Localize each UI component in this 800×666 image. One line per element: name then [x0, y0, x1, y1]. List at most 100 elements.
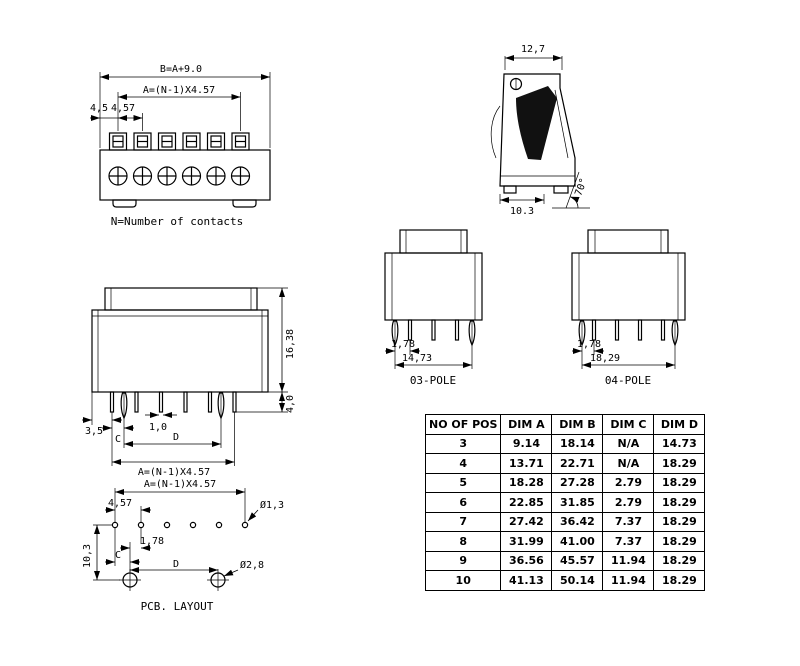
table-cell: N/A: [602, 453, 655, 474]
col-header-dim-a: DIM A: [500, 414, 553, 435]
pole4-lid: [587, 229, 669, 254]
pole3-locking-pegs: [391, 320, 476, 347]
dim-height-label: 16,38: [285, 329, 296, 359]
table-cell: 18.14: [551, 433, 604, 454]
section-dimension-lines: [82, 288, 285, 465]
contacts-note: N=Number of contacts: [111, 215, 243, 228]
table-cell: 3: [424, 433, 502, 454]
section-extension-lines: [91, 287, 288, 466]
pole4-offset-label: 1,78: [577, 339, 601, 350]
col-header-dim-c: DIM C: [602, 414, 655, 435]
table-cell: 2.79: [602, 492, 655, 513]
table-cell: 27.42: [500, 511, 553, 532]
table-cell: 22.85: [500, 492, 553, 513]
pole4-span-label: 18,29: [590, 353, 620, 364]
table-cell: 18.29: [653, 472, 706, 493]
mounting-feet: [112, 199, 257, 208]
pole3-span-label: 14,73: [402, 353, 432, 364]
table-cell: 11.94: [602, 550, 655, 571]
pcb-dim-d-label: D: [173, 559, 179, 570]
table-cell: 11.94: [602, 570, 655, 591]
table-cell: 36.42: [551, 511, 604, 532]
side-view-drawing: 12,7 10.3 70°: [490, 44, 590, 217]
pole3-title: 03-POLE: [410, 374, 456, 387]
dim-d-label: D: [173, 432, 179, 443]
table-cell: 18.29: [653, 492, 706, 513]
pcb-title: PCB. LAYOUT: [141, 600, 214, 613]
table-cell: 14.73: [653, 433, 706, 454]
contact-holes: [111, 521, 249, 529]
table-cell: 50.14: [551, 570, 604, 591]
table-cell: 18.29: [653, 511, 706, 532]
cover-lid: [104, 287, 258, 311]
pcb-small-hole-label: Ø1,3: [260, 499, 284, 511]
dim-a-label: A=(N-1)X4.57: [143, 85, 215, 96]
table-cell: 7.37: [602, 511, 655, 532]
table-header-row: NO OF POS DIM A DIM B DIM C DIM D: [424, 414, 706, 435]
table-cell: 7: [424, 511, 502, 532]
front-extension-lines: [99, 72, 271, 148]
connector-housing: [99, 149, 271, 201]
table-cell: 13.71: [500, 453, 553, 474]
pole3-body: [384, 252, 483, 321]
dim-depth-label: 10.3: [510, 206, 534, 217]
section-view-drawing: 16,38 4,0 3,5 C 1,0 D A=(N-1)X4.57: [82, 287, 296, 477]
dim-pitch-label: 4,57: [111, 103, 135, 114]
pole3-view-drawing: 1,78 14,73 03-POLE: [384, 229, 483, 387]
pcb-big-hole-label: Ø2,8: [240, 559, 264, 571]
wire-clamp-section: [516, 86, 557, 160]
mounting-holes: [119, 569, 229, 591]
table-cell: 31.99: [500, 531, 553, 552]
table-cell: 41.00: [551, 531, 604, 552]
dim-pin-length-label: 4,0: [285, 395, 296, 413]
pcb-dim-pitch-label: 4,57: [108, 498, 132, 509]
table-cell: 31.85: [551, 492, 604, 513]
release-lever: [490, 105, 501, 159]
table-cell: 9: [424, 550, 502, 571]
side-profile-outline: [499, 73, 576, 187]
dim-edge-label: 3,5: [85, 426, 103, 437]
pcb-dim-c-label: C: [115, 550, 121, 561]
terminal-towers: [108, 132, 250, 151]
table-cell: N/A: [602, 433, 655, 454]
table-cell: 18.29: [653, 570, 706, 591]
pole3-dimension-lines: [385, 348, 472, 368]
pcb-row-gap-label: 10,3: [82, 544, 93, 568]
col-header-dim-d: DIM D: [653, 414, 706, 435]
clamp-screw: [509, 77, 523, 91]
dim-a-label: A=(N-1)X4.57: [138, 467, 210, 477]
table-cell: 18.28: [500, 472, 553, 493]
table-cell: 10: [424, 570, 502, 591]
col-header-dim-b: DIM B: [551, 414, 604, 435]
pcb-dim-offset-label: 1,78: [140, 536, 164, 547]
pole4-locking-pegs: [578, 320, 679, 347]
table-cell: 22.71: [551, 453, 604, 474]
table-cell: 5: [424, 472, 502, 493]
table-cell: 41.13: [500, 570, 553, 591]
locking-pegs: [120, 392, 225, 420]
dim-b-label: B=A+9.0: [160, 64, 202, 75]
pcb-dimension-lines: [94, 489, 259, 580]
front-dimension-lines: [90, 74, 270, 121]
table-cell: 7.37: [602, 531, 655, 552]
dim-margin-label: 4,5: [90, 103, 108, 114]
pole4-view-drawing: 1,78 18,29 04-POLE: [571, 229, 686, 387]
pole4-pins: [591, 319, 666, 341]
table-cell: 18.29: [653, 531, 706, 552]
screw-heads: [108, 166, 251, 186]
dim-width-label: 12,7: [521, 44, 545, 55]
table-cell: 27.28: [551, 472, 604, 493]
table-cell: 18.29: [653, 453, 706, 474]
table-cell: 9.14: [500, 433, 553, 454]
table-cell: 2.79: [602, 472, 655, 493]
table-cell: 36.56: [500, 550, 553, 571]
